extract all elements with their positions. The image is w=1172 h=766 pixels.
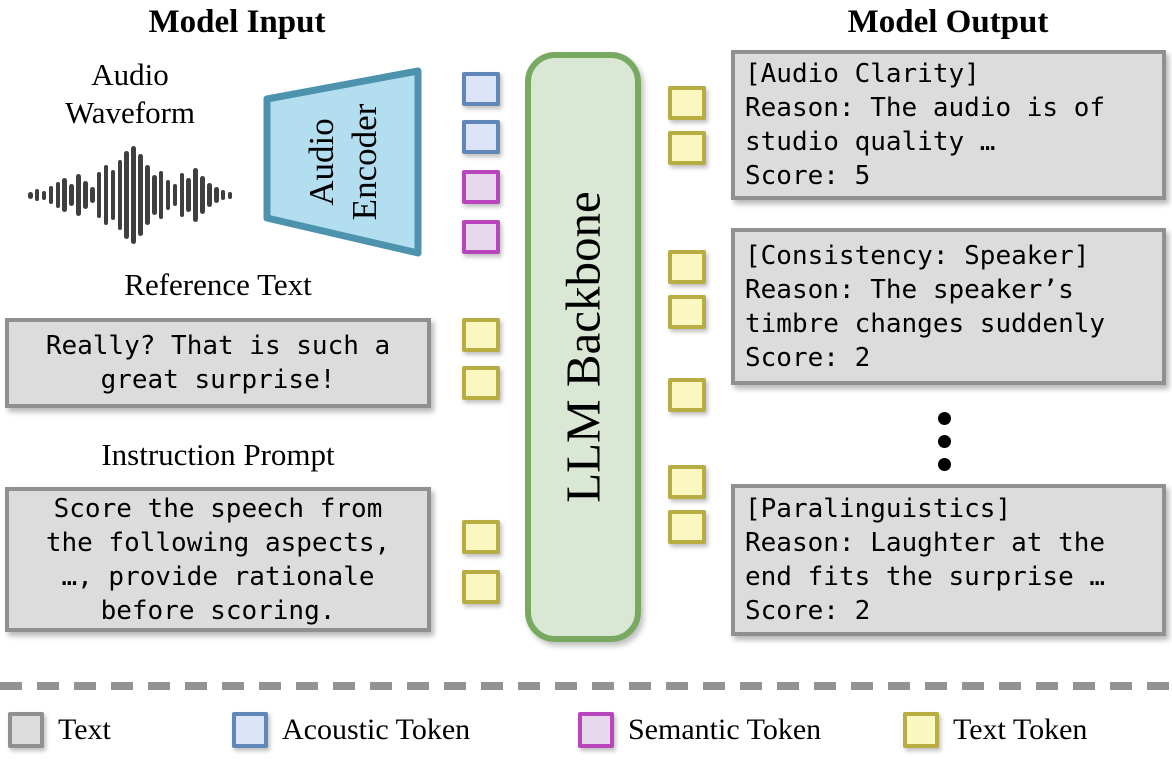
output-line: [Consistency: Speaker] [745, 240, 1090, 271]
output-box-consistency-speaker: [Consistency: Speaker] Reason: The speak… [731, 228, 1166, 385]
instruction-prompt-line: the following aspects, [45, 527, 391, 558]
acoustic-token [462, 120, 500, 154]
audio-waveform-icon [28, 142, 234, 248]
llm-backbone-block: LLM Backbone [525, 52, 641, 642]
semantic-token [462, 220, 500, 254]
reference-text-box: Really? That is such a great surprise! [5, 318, 431, 408]
llm-backbone-label: LLM Backbone [555, 191, 611, 503]
reference-text-line: great surprise! [100, 365, 336, 395]
legend-label: Text Token [953, 713, 1088, 746]
reference-text-line: Really? That is such a [45, 331, 391, 361]
dashed-divider [0, 682, 1172, 690]
output-line: Reason: The audio is of [745, 93, 1106, 123]
legend-item-text-token: Text Token [903, 712, 1087, 748]
audio-encoder-trapezoid [263, 67, 422, 257]
text-token [462, 318, 500, 352]
output-line: Reason: The speaker’s [745, 274, 1074, 305]
output-line: Score: 2 [745, 596, 871, 626]
model-input-title: Model Input [148, 4, 326, 40]
text-token [668, 465, 706, 499]
ellipsis-dots [938, 412, 952, 481]
output-line: [Paralinguistics] [745, 494, 1012, 524]
output-box-audio-clarity: [Audio Clarity] Reason: The audio is of … [731, 50, 1166, 200]
output-line: timbre changes suddenly [745, 308, 1106, 339]
text-token [668, 295, 706, 329]
legend-item-semantic-token: Semantic Token [578, 712, 821, 748]
semantic-token [462, 170, 500, 204]
output-line: Score: 2 [745, 342, 871, 373]
audio-encoder-label: Audio Encoder [302, 103, 384, 221]
audio-waveform-label: Audio Waveform [64, 57, 196, 130]
text-token [668, 86, 706, 120]
semantic-token-swatch-icon [578, 712, 614, 748]
text-token [668, 250, 706, 284]
output-line: Reason: Laughter at the [745, 528, 1106, 558]
text-token [462, 570, 500, 604]
text-token [668, 510, 706, 544]
acoustic-token [462, 72, 500, 106]
text-token-swatch-icon [903, 712, 939, 748]
instruction-prompt-label: Instruction Prompt [101, 437, 335, 472]
legend-label: Text [58, 713, 111, 746]
reference-text-label: Reference Text [124, 267, 312, 302]
audio-encoder-block: Audio Encoder [262, 66, 424, 258]
text-swatch-icon [8, 712, 44, 748]
text-token [462, 366, 500, 400]
legend-label: Semantic Token [628, 713, 822, 746]
instruction-prompt-line: before scoring. [100, 595, 336, 626]
model-output-title: Model Output [847, 4, 1049, 40]
instruction-prompt-line: …, provide rationale [61, 561, 375, 592]
output-line: Score: 5 [745, 161, 871, 191]
instruction-prompt-line: Score the speech from [53, 493, 383, 524]
output-box-paralinguistics: [Paralinguistics] Reason: Laughter at th… [731, 484, 1166, 636]
text-token [668, 378, 706, 412]
output-line: studio quality … [745, 127, 996, 157]
acoustic-token-swatch-icon [232, 712, 268, 748]
text-token [462, 520, 500, 554]
legend-item-acoustic-token: Acoustic Token [232, 712, 470, 748]
legend-label: Acoustic Token [282, 713, 471, 746]
instruction-prompt-box: Score the speech from the following aspe… [5, 487, 431, 632]
text-token [668, 131, 706, 165]
output-line: end fits the surprise … [745, 562, 1106, 592]
output-line: [Audio Clarity] [745, 59, 980, 89]
legend-item-text: Text [8, 712, 111, 748]
